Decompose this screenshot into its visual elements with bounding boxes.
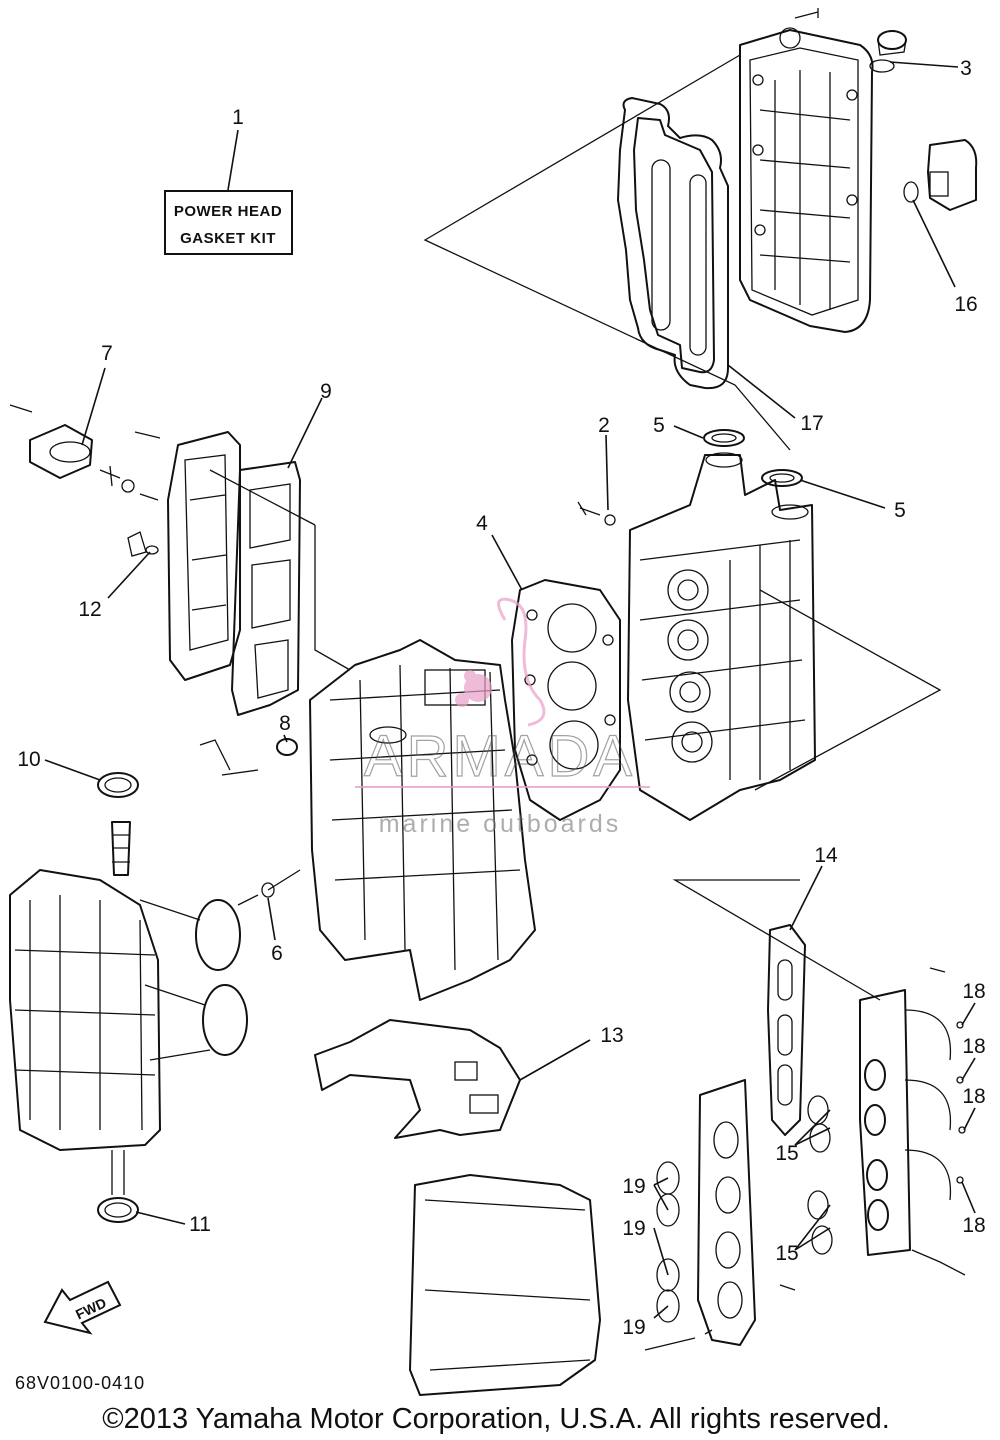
- callout-3: 3: [960, 57, 972, 80]
- head-gasket: [511, 579, 621, 821]
- callout-19-b: 19: [622, 1217, 645, 1240]
- kit-label-line1: POWER HEAD: [174, 203, 282, 220]
- callout-16: 16: [954, 293, 977, 316]
- callout-2: 2: [598, 414, 610, 437]
- callout-17: 17: [800, 412, 823, 435]
- callout-5-upper: 5: [653, 414, 665, 437]
- callout-6: 6: [271, 942, 283, 965]
- callout-9: 9: [320, 380, 332, 403]
- crankcase: [9, 772, 248, 1223]
- valve-cover-gasket: [617, 97, 729, 390]
- callout-11: 11: [189, 1213, 211, 1236]
- callout-15-upper: 15: [775, 1142, 798, 1165]
- forward-arrow: FWD: [43, 1280, 122, 1335]
- throttle-body-silencer: [409, 1079, 796, 1396]
- watermark-tagline: marine outboards: [379, 810, 622, 838]
- brand-watermark: ARMADA marine outboards: [355, 597, 650, 838]
- callout-4: 4: [476, 512, 488, 535]
- watermark-brand: ARMADA: [364, 724, 636, 789]
- seahorse-logo-icon: [455, 597, 546, 727]
- callout-15-lower: 15: [775, 1242, 798, 1265]
- callout-7: 7: [101, 342, 113, 365]
- callout-13: 13: [600, 1024, 623, 1047]
- base-gasket: [314, 1019, 521, 1139]
- leader-lines: [44, 61, 976, 1319]
- callout-18-d: 18: [962, 1214, 985, 1237]
- callout-12: 12: [78, 598, 101, 621]
- callout-10: 10: [17, 748, 40, 771]
- callout-18-b: 18: [962, 1035, 985, 1058]
- callout-19-a: 19: [622, 1175, 645, 1198]
- exhaust-cover: [9, 404, 301, 716]
- callout-5-lower: 5: [894, 499, 906, 522]
- diagram-code: 68V0100-0410: [15, 1373, 145, 1393]
- intake-manifold: [807, 967, 966, 1276]
- callout-14: 14: [814, 844, 838, 867]
- valve-cover: [739, 8, 978, 333]
- callout-18-c: 18: [962, 1085, 985, 1108]
- callout-8: 8: [279, 712, 291, 735]
- kit-label-line2: GASKET KIT: [180, 230, 276, 247]
- cylinder-head: [577, 429, 816, 821]
- callout-19-c: 19: [622, 1316, 645, 1339]
- callout-18-a: 18: [962, 980, 985, 1003]
- gasket-kit-label: POWER HEAD GASKET KIT: [164, 190, 293, 255]
- callout-labels: 1 2 3 4 5 5 6 7 8 9 10 11 12 13 14 15 15…: [17, 57, 985, 1339]
- intake-gasket: [767, 924, 806, 1136]
- copyright-notice: ©2013 Yamaha Motor Corporation, U.S.A. A…: [102, 1403, 890, 1435]
- callout-1: 1: [232, 106, 244, 129]
